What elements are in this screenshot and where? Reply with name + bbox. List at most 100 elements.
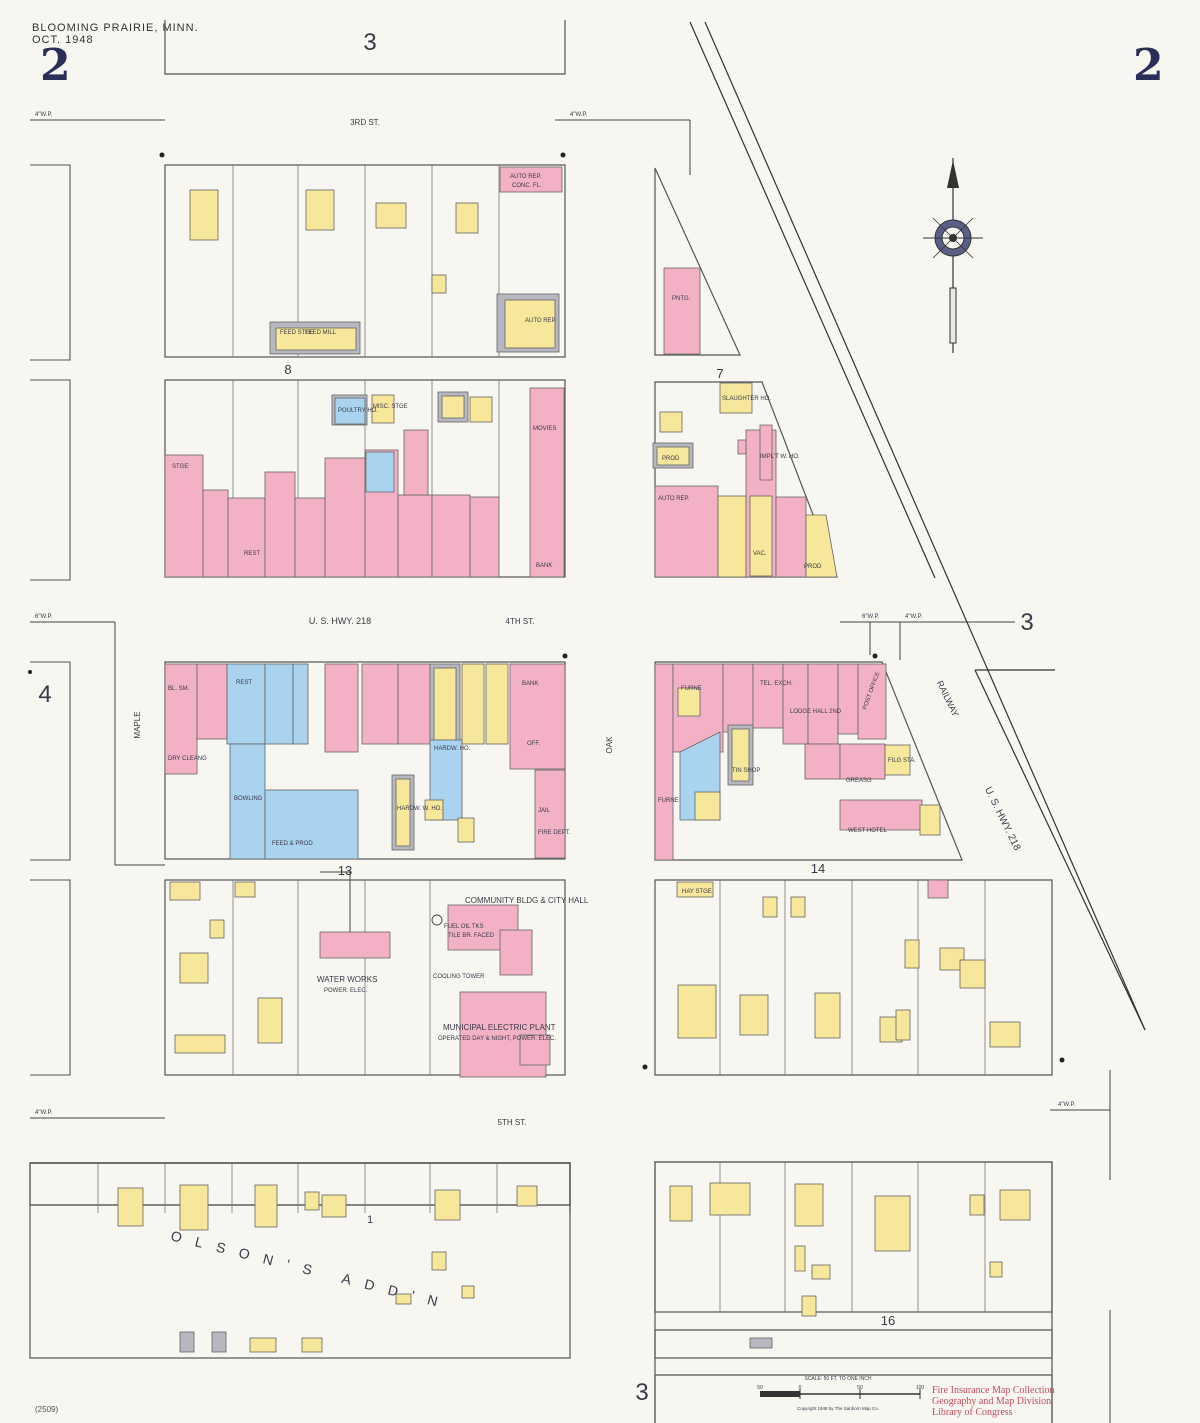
scale-tick-3: 100 — [916, 1385, 925, 1391]
street-maple: MAPLE — [133, 711, 142, 738]
map-title: BLOOMING PRAIRIE, MINN. OCT. 1948 — [32, 22, 199, 46]
label-tel-exch: TEL. EXCH. — [760, 681, 793, 687]
wm-label-7: 4"W.P. — [1058, 1102, 1076, 1108]
block-7-buildings — [652, 267, 838, 578]
street-us-hwy-vertical: U. S. HWY. 218 — [982, 785, 1022, 852]
label-tile-br: TILE BR. FACED — [448, 933, 495, 939]
bottom-block-buildings — [117, 1182, 1031, 1353]
scale-tick-2: 50 — [857, 1385, 863, 1391]
label-jail: JAIL — [538, 808, 551, 814]
street-oak: OAK — [605, 736, 614, 754]
label-feed-stge: FEED STGE — [280, 330, 314, 336]
sheet-number-left: 2 — [40, 40, 71, 91]
adjacent-sheet-right: 3 — [1020, 609, 1033, 636]
compass-rose-icon — [923, 158, 983, 353]
block-bottom-partial — [654, 1374, 1053, 1423]
block-14-buildings — [654, 663, 941, 861]
label-lodge-hall: LODGE HALL 2ND — [790, 709, 842, 715]
label-feed-prod: FEED & PROD — [272, 841, 313, 847]
hydrants — [28, 152, 1065, 1070]
label-vac: VAC. — [753, 551, 767, 557]
street-4th: 4TH ST. — [506, 617, 535, 626]
block-num-13: 13 — [338, 863, 352, 878]
wm-label-1: 4"W.P. — [35, 112, 53, 118]
label-dry-clean: DRY CLEANG — [168, 756, 207, 762]
label-misc-stge: MISC. STGE — [373, 404, 408, 410]
map-date: OCT. 1948 — [32, 34, 94, 46]
label-prod-2: PROD — [804, 564, 822, 570]
label-municipal: MUNICIPAL ELECTRIC PLANT — [443, 1023, 556, 1032]
street-5th: 5TH ST. — [498, 1118, 527, 1127]
sheet-number-right: 2 — [1133, 40, 1164, 91]
town-name: BLOOMING PRAIRIE, MINN. — [32, 22, 199, 34]
building-labels: AUTO REP. CONC. FL. AUTO REP. FEED STGE … — [168, 174, 916, 1042]
block-num-1: 1 — [367, 1214, 373, 1226]
label-furne-2: FURNE — [658, 798, 679, 804]
wm-label-5: 4"W.P. — [905, 614, 923, 620]
block-16 — [654, 1161, 1053, 1359]
stamp-line-3: Library of Congress — [932, 1407, 1013, 1418]
label-auto-rep-2: AUTO REP. — [525, 318, 557, 324]
adjacent-sheet-bottom: 3 — [635, 1379, 648, 1406]
label-cooling-tower: COOLING TOWER — [433, 974, 485, 980]
scale-bar: SCALE: 50 FT. TO ONE INCH 50 0 50 100 Co… — [757, 1376, 924, 1411]
label-rest-mid: REST — [236, 680, 252, 686]
label-auto-rep-1: AUTO REP. — [510, 174, 542, 180]
stamp-line-1: Fire Insurance Map Collection — [932, 1385, 1055, 1396]
block-outline-top — [164, 20, 566, 75]
label-community: COMMUNITY BLDG & CITY HALL — [465, 896, 589, 905]
street-hwy-218: U. S. HWY. 218 — [309, 616, 371, 626]
label-fuel-oil: FUEL OIL TKS — [444, 924, 483, 930]
stamp-line-2: Geography and Map Division — [932, 1396, 1052, 1407]
label-hay-stge: HAY STGE — [682, 889, 712, 895]
scale-tick-0: 50 — [757, 1385, 763, 1391]
block-row2-buildings — [164, 387, 565, 578]
label-prod: PROD — [662, 456, 680, 462]
label-feed-mill: FEED MILL — [305, 330, 337, 336]
block-8-buildings — [189, 166, 563, 355]
wm-label-6: 4"W.P. — [35, 1110, 53, 1116]
library-stamp: Fire Insurance Map Collection Geography … — [932, 1385, 1054, 1418]
block-olsons-addn — [29, 1162, 571, 1359]
label-bank-top: BANK — [536, 563, 552, 569]
street-3rd: 3RD ST. — [350, 118, 380, 127]
label-filg-sta: FILG STA. — [888, 758, 916, 764]
block-num-14: 14 — [811, 861, 825, 876]
adjacent-sheet-left: 4 — [38, 681, 51, 708]
label-grease: GREASG — [846, 778, 872, 784]
label-poultry: POULTRY HO. — [338, 408, 378, 414]
label-fire-dept: FIRE DEPT. — [538, 830, 571, 836]
label-off: OFF. — [527, 741, 540, 747]
side-blocks — [30, 164, 71, 1076]
label-furne-1: FURNE — [681, 686, 702, 692]
label-tin-shop: TIN SHOP — [732, 768, 760, 774]
block-num-16: 16 — [881, 1313, 895, 1328]
copyright: Copyright 1948 by The Sanborn Map Co. — [797, 1406, 879, 1411]
lot-lines — [97, 165, 986, 1312]
adjacent-sheet-top: 3 — [363, 29, 376, 56]
street-railway: RAILWAY — [935, 679, 961, 718]
scale-label: SCALE: 50 FT. TO ONE INCH — [804, 1376, 871, 1382]
label-bowling: BOWLING — [234, 796, 263, 802]
wm-label-2: 4"W.P. — [570, 112, 588, 118]
label-slaughter: SLAUGHTER HO. — [722, 396, 771, 402]
label-impl-wh: IMPL'T W. HO. — [760, 454, 800, 460]
label-stge: STGE — [172, 464, 188, 470]
block-num-8: 8 — [284, 362, 291, 377]
block-num-7: 7 — [716, 366, 723, 381]
label-hardw-wh: HARDW. W. HO. — [397, 806, 442, 812]
label-hardw: HARDW. HO. — [434, 746, 471, 752]
wm-label-3: 6"W.P. — [35, 614, 53, 620]
label-conc-fl: CONC. FL. — [512, 183, 542, 189]
water-main-lines — [30, 119, 1111, 1423]
block-row3-left-buildings — [169, 881, 551, 1078]
label-rest-top: REST — [244, 551, 260, 557]
label-auto-rep-3: AUTO REP. — [658, 496, 690, 502]
wm-label-4: 6"W.P. — [862, 614, 880, 620]
label-water-works: WATER WORKS — [317, 975, 377, 984]
label-olsons-addn: OLSON'S ADD'N — [169, 1227, 453, 1312]
block-13-buildings — [164, 663, 566, 860]
label-power-elec: POWER: ELEC. — [324, 988, 368, 994]
label-movies: MOVIES — [533, 426, 556, 432]
